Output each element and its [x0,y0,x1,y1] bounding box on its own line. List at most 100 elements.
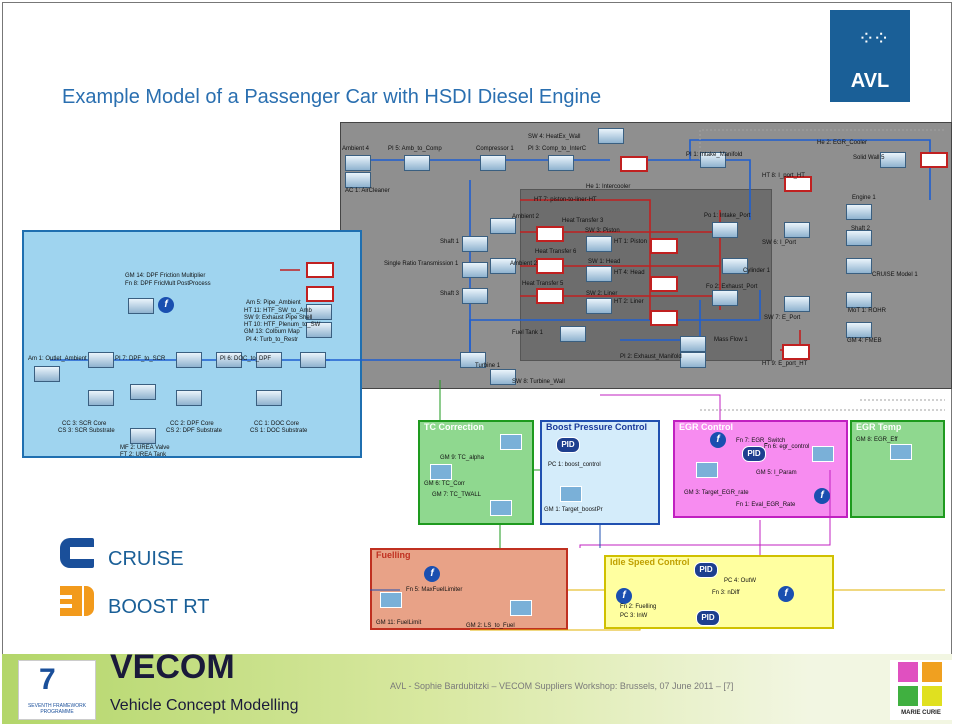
marie-curie-logo: MARIE CURIE [890,660,952,720]
aftertreatment-component-label: MF 2: UREA Valve [120,445,170,451]
footer-subtitle: Vehicle Concept Modelling [110,697,299,714]
control-component-label: Fn 2: Fuelling [620,604,657,610]
engine-component-label: PI 2: Exhaust_Manifold [620,354,682,360]
aftertreatment-component-label: PI 4: Turb_to_Restr [246,337,299,343]
marie-curie-caption: MARIE CURIE [901,710,941,716]
cylinder-icon [722,258,748,274]
aftertreatment-component-label: CC 3: SCR Core [62,421,107,427]
intercooler-node-icon [620,156,648,172]
function-icon: f [424,566,440,582]
engine-component-label: SW 4: HeatEx_Wall [528,134,581,140]
fuelling-block: Fuelling [370,548,568,630]
fp7-logo-caption: SEVENTH FRAMEWORK PROGRAMME [27,703,87,715]
exhaust-pipe-shell-icon [306,304,332,320]
exhaust-manifold-icon [680,352,706,368]
pipe-component-icon [404,155,430,171]
exhaust-port-wall-icon [784,296,810,312]
engine-component-label: Single Ratio Transmission 1 [384,261,459,267]
engine-component-label: PI 5: Amb_to_Comp [388,146,442,152]
engine-component-label: Shaft 3 [440,291,460,297]
legend-boost-label: BOOST RT [108,596,210,618]
engine-component-label: HT 7: piston-to-liner-HT [534,197,597,203]
doc-catalyst-icon [256,352,282,368]
pipe-component-icon [300,352,326,368]
ambient-component-icon [490,258,516,274]
shaft-icon [462,288,488,304]
control-component-label: Fn 3: nDiff [712,590,740,596]
control-component-label: Fn 1: Eval_EGR_Rate [736,502,796,508]
gauge-map-icon [890,444,912,460]
engine-component-label: Ambient 2 [512,214,540,220]
exhaust-aftertreatment-panel [22,230,362,458]
compressor-icon [480,155,506,171]
tc-correction-header: TC Correction [424,422,485,432]
engine-component-label: Shaft 1 [440,239,460,245]
engine-component-label: Engine 1 [852,195,876,201]
engine-component-label: AC 1: AirCleaner [345,188,390,194]
engine-icon [846,204,872,220]
control-component-label: GM 2: LS_to_Fuel [466,623,515,629]
intake-manifold-icon [700,152,726,168]
fmeb-icon [846,322,872,338]
avl-logo-icon: ⁘⁘ [858,28,889,50]
dpf-catalyst-icon [176,352,202,368]
scr-substrate-icon [88,390,114,406]
engine-component-label: MoT 1: ROHR [848,308,886,314]
gauge-map-icon [812,446,834,462]
engine-component-label: HT 8: I_port_HT [762,173,805,179]
engine-component-label: Heat Transfer 3 [562,218,604,224]
control-component-label: Fn 6: egr_control [764,444,810,450]
pid-controller-icon: PID [696,610,720,626]
intake-port-wall-icon [784,222,810,238]
engine-component-label: Turbine 1 [475,363,501,369]
control-component-label: PC 1: boost_control [548,462,601,468]
aftertreatment-component-label: Fn 8: DPF FricMult PostProcess [125,281,211,287]
aftertreatment-component-label: PI 7: DPF_to_SCR [115,356,166,362]
aftertreatment-component-label: CS 1: DOC Substrate [250,428,308,434]
fp7-logo-icon: 7 [39,663,56,696]
exhaust-port-icon [712,290,738,306]
aftertreatment-component-label: FT 2: UREA Tank [120,452,167,458]
avl-logo-text: AVL [850,70,890,92]
fp7-logo: 7 SEVENTH FRAMEWORK PROGRAMME [18,660,96,720]
cruise-icon [60,538,94,568]
function-icon: f [778,586,794,602]
engine-component-label: Fo 2: Exhaust_Port [706,284,758,290]
engine-component-label: HT 2: Liner [614,299,644,305]
gauge-map-icon [510,600,532,616]
function-icon: f [616,588,632,604]
aftertreatment-component-label: CC 1: DOC Core [254,421,300,427]
aftertreatment-component-label: CS 3: SCR Substrate [58,428,115,434]
htf-node-icon [306,286,334,302]
engine-component-label: Compressor 1 [476,146,514,152]
gauge-map-icon [490,500,512,516]
engine-component-label: Fuel Tank 1 [512,330,543,336]
cruise-model-icon [846,258,872,274]
solid-wall-icon [880,152,906,168]
engine-component-label: SW 8: Turbine_Wall [512,379,565,385]
egr-control-header: EGR Control [679,422,733,432]
turbine-icon [460,352,486,368]
marie-curie-logo-icon [898,686,918,706]
control-component-label: GM 11: FuelLimit [376,620,422,626]
piston-ht-node-icon [650,238,678,254]
doc-substrate-icon [256,390,282,406]
urea-valve-icon [130,384,156,400]
control-component-label: GM 9: TC_alpha [440,455,484,461]
heat-transfer-node-icon [536,288,564,304]
gauge-map-icon [380,592,402,608]
head-wall-icon [586,266,612,282]
footer-note: AVL - Sophie Bardubitzki – VECOM Supplie… [390,681,734,691]
control-component-label: Fn 7: EGR_Switch [736,438,786,444]
aftertreatment-component-label: Am 1: Outlet_Ambient [28,356,87,362]
engine-component-label: SW 3: Piston [585,228,620,234]
aftertreatment-component-label: HT 11: HTF_SW_to_Amb [244,308,312,314]
egr-cooler-node-icon [920,152,948,168]
engine-component-label: Heat Transfer 5 [522,281,564,287]
engine-component-label: Ambient 2 [510,261,538,267]
function-icon: f [158,297,174,313]
engine-component-label: HT 9: E_port_HT [762,361,808,367]
boost-rt-icon [60,586,82,616]
footer-brand: VECOM [110,648,235,686]
engine-component-label: HT 4: Head [614,270,645,276]
